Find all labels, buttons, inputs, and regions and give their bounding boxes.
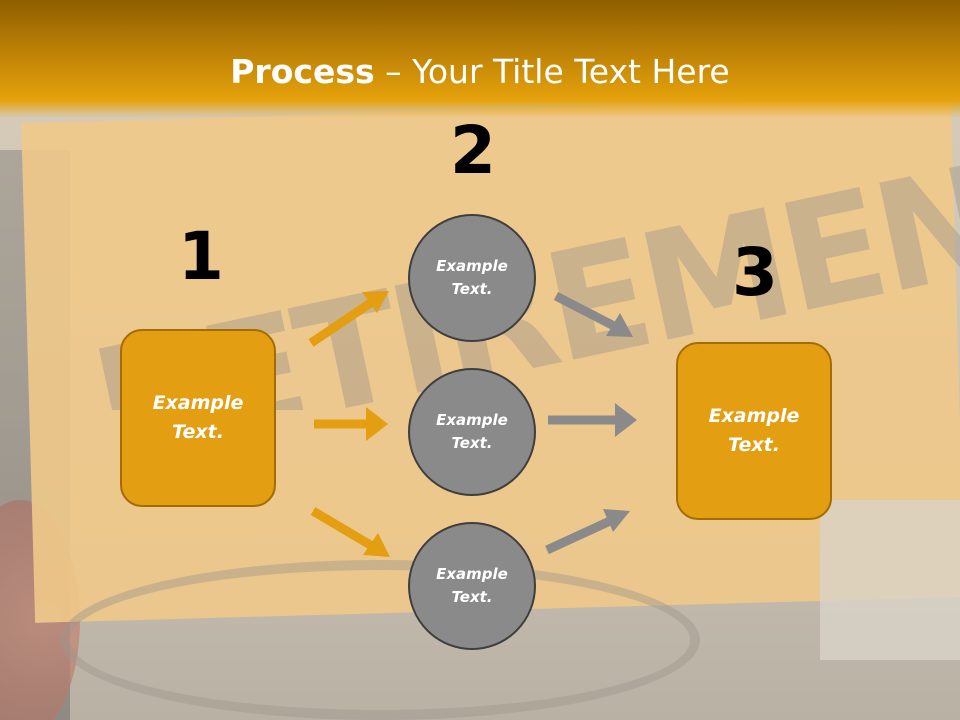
- step-1-box[interactable]: Example Text.: [120, 329, 276, 507]
- circle-middle-text: Example Text.: [436, 411, 508, 452]
- arrow-gray-up: [545, 509, 630, 555]
- step-1-box-text: Example Text.: [152, 392, 244, 443]
- step-3-box[interactable]: Example Text.: [676, 342, 832, 520]
- title-rest: – Your Title Text Here: [374, 52, 730, 91]
- step-2-number: 2: [450, 112, 496, 189]
- title-bold: Process: [230, 52, 375, 91]
- step-2-circle-top[interactable]: Example Text.: [408, 214, 536, 342]
- slide-title: Process – Your Title Text Here: [0, 52, 960, 91]
- circle-top-text: Example Text.: [436, 257, 508, 298]
- arrow-orange-right: [314, 407, 388, 441]
- step-2-circle-middle[interactable]: Example Text.: [408, 368, 536, 496]
- circle-bottom-text: Example Text.: [436, 565, 508, 606]
- background-coil: [60, 560, 700, 720]
- arrow-orange-down: [310, 507, 390, 557]
- arrow-gray-right: [548, 403, 637, 437]
- title-band: [0, 0, 960, 118]
- step-3-box-text: Example Text.: [708, 405, 800, 456]
- background-box: [820, 500, 960, 660]
- step-1-number: 1: [178, 218, 224, 295]
- step-2-circle-bottom[interactable]: Example Text.: [408, 522, 536, 650]
- arrow-orange-up: [308, 291, 389, 347]
- step-3-number: 3: [732, 234, 778, 311]
- arrow-gray-down: [553, 292, 633, 337]
